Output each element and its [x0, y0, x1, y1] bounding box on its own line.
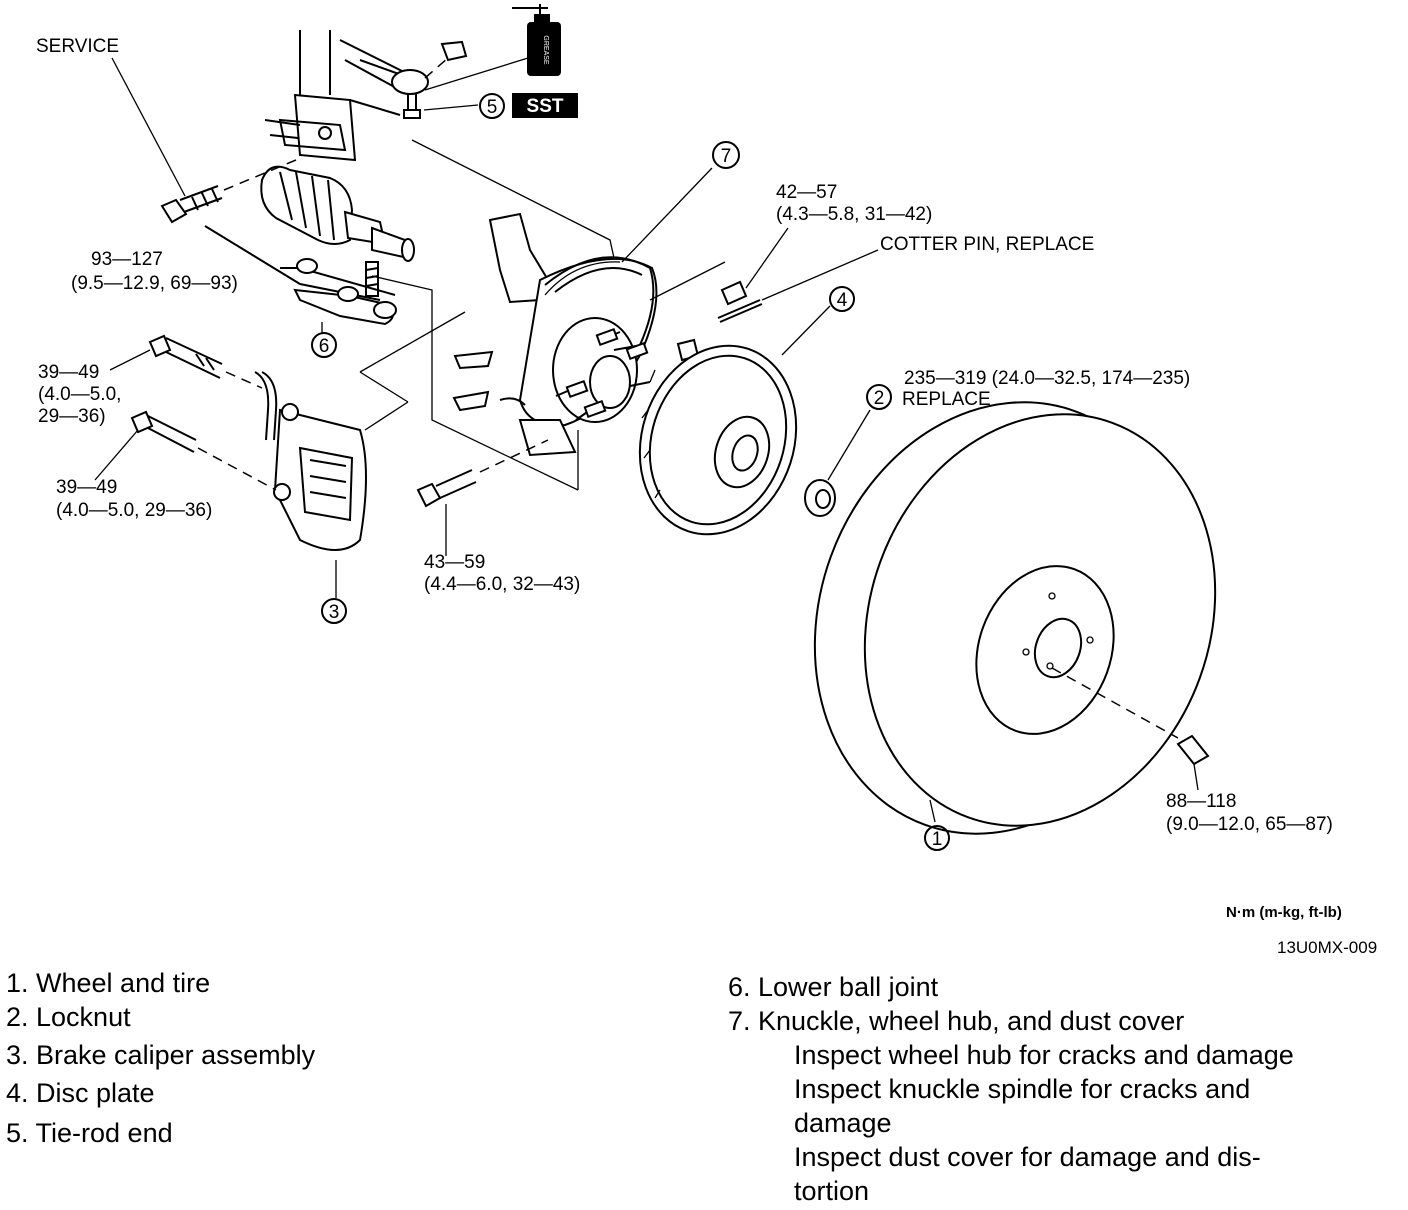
- callout-1: 1: [924, 825, 950, 851]
- legend-item-3: 3. Brake caliper assembly: [6, 1040, 316, 1070]
- svg-text:5: 5: [487, 97, 498, 118]
- legend-note-3: Inspect dust cover for damage and dis-: [794, 1142, 1261, 1172]
- legend-item-1: 1. Wheel and tire: [6, 968, 211, 998]
- legend-item-2: 2. Locknut: [6, 1002, 131, 1032]
- torque-pinch-bolt-alt: (9.5—12.9, 69—93): [71, 273, 238, 294]
- caliper-bolts: [94, 334, 277, 491]
- legend-item-4: 4. Disc plate: [6, 1078, 155, 1108]
- dust-cover: [544, 256, 726, 346]
- torque-castle-nut: 42—57: [776, 182, 837, 203]
- svg-text:3: 3: [329, 602, 340, 623]
- torque-caliper-bolt-upper-alt1: (4.0—5.0,: [38, 384, 121, 405]
- torque-caliper-bolt-upper-alt2: 29—36): [38, 406, 106, 427]
- legend-left: 1. Wheel and tire 2. Locknut 3. Brake ca…: [6, 966, 315, 1150]
- cotter-pin: [717, 227, 879, 323]
- legend-item-5: 5. Tie-rod end: [6, 1118, 173, 1148]
- strut-assembly: [264, 30, 421, 162]
- svg-text:1: 1: [932, 829, 943, 850]
- torque-castle-nut-alt: (4.3—5.8, 31—42): [776, 204, 932, 225]
- figure-code: 13U0MX-009: [1277, 938, 1378, 957]
- legend-note-2: Inspect knuckle spindle for cracks and: [794, 1074, 1251, 1104]
- exploded-view-diagram: GREASE SST: [36, 4, 1333, 851]
- wheel-and-tire: [813, 401, 1217, 835]
- drive-shaft: [260, 165, 415, 262]
- torque-wheel-nut: 88—118: [1166, 791, 1236, 812]
- callout-4: 4: [829, 286, 855, 312]
- caliper-mount-bolt: [416, 439, 549, 556]
- callout-5: 5: [479, 93, 505, 119]
- tie-rod-end: [359, 40, 468, 119]
- cotter-pin-label: COTTER PIN, REPLACE: [880, 234, 1094, 255]
- torque-wheel-nut-alt: (9.0—12.0, 65—87): [1166, 814, 1333, 835]
- locknut-replace-label: REPLACE: [902, 389, 991, 410]
- callout-3: 3: [321, 598, 347, 624]
- knuckle-hub: [452, 212, 658, 457]
- torque-mount-bolt-alt: (4.4—6.0, 32—43): [424, 574, 580, 595]
- torque-units: N·m (m-kg, ft-lb): [1226, 904, 1342, 921]
- sst-label: SST: [527, 96, 564, 117]
- torque-caliper-bolt-lower-alt: (4.0—5.0, 29—36): [56, 500, 212, 521]
- service-label: SERVICE: [36, 36, 119, 57]
- legend-item-6: 6. Lower ball joint: [728, 972, 939, 1002]
- legend-note-1: Inspect wheel hub for cracks and damage: [794, 1040, 1294, 1070]
- svg-text:4: 4: [837, 290, 848, 311]
- svg-text:7: 7: [721, 146, 732, 167]
- wheel-nut: [1176, 734, 1210, 791]
- grease-can-icon: GREASE: [424, 4, 561, 91]
- torque-caliper-bolt-upper: 39—49: [38, 362, 99, 383]
- grease-text: GREASE: [542, 35, 549, 65]
- sst-badge: SST: [512, 93, 578, 118]
- locknut: [804, 409, 871, 517]
- disc-plate: [638, 305, 831, 536]
- legend-item-7: 7. Knuckle, wheel hub, and dust cover: [728, 1006, 1185, 1036]
- lower-ball-joint: [204, 225, 397, 333]
- torque-caliper-bolt-lower: 39—49: [56, 477, 117, 498]
- callout-2: 2: [866, 384, 892, 410]
- torque-pinch-bolt: 93—127: [91, 249, 163, 270]
- svg-text:2: 2: [874, 388, 885, 409]
- pinch-bolt: [160, 159, 297, 224]
- svg-text:6: 6: [319, 336, 330, 357]
- callout-7: 7: [712, 141, 740, 169]
- torque-mount-bolt: 43—59: [424, 552, 485, 573]
- legend-note-3-cont: tortion: [794, 1176, 870, 1206]
- legend-note-2-cont: damage: [794, 1108, 892, 1138]
- torque-locknut: 235—319 (24.0—32.5, 174—235): [904, 368, 1190, 389]
- brake-caliper: [254, 371, 367, 598]
- legend-right: 6. Lower ball joint 7. Knuckle, wheel hu…: [728, 970, 1294, 1208]
- callout-6: 6: [311, 332, 337, 358]
